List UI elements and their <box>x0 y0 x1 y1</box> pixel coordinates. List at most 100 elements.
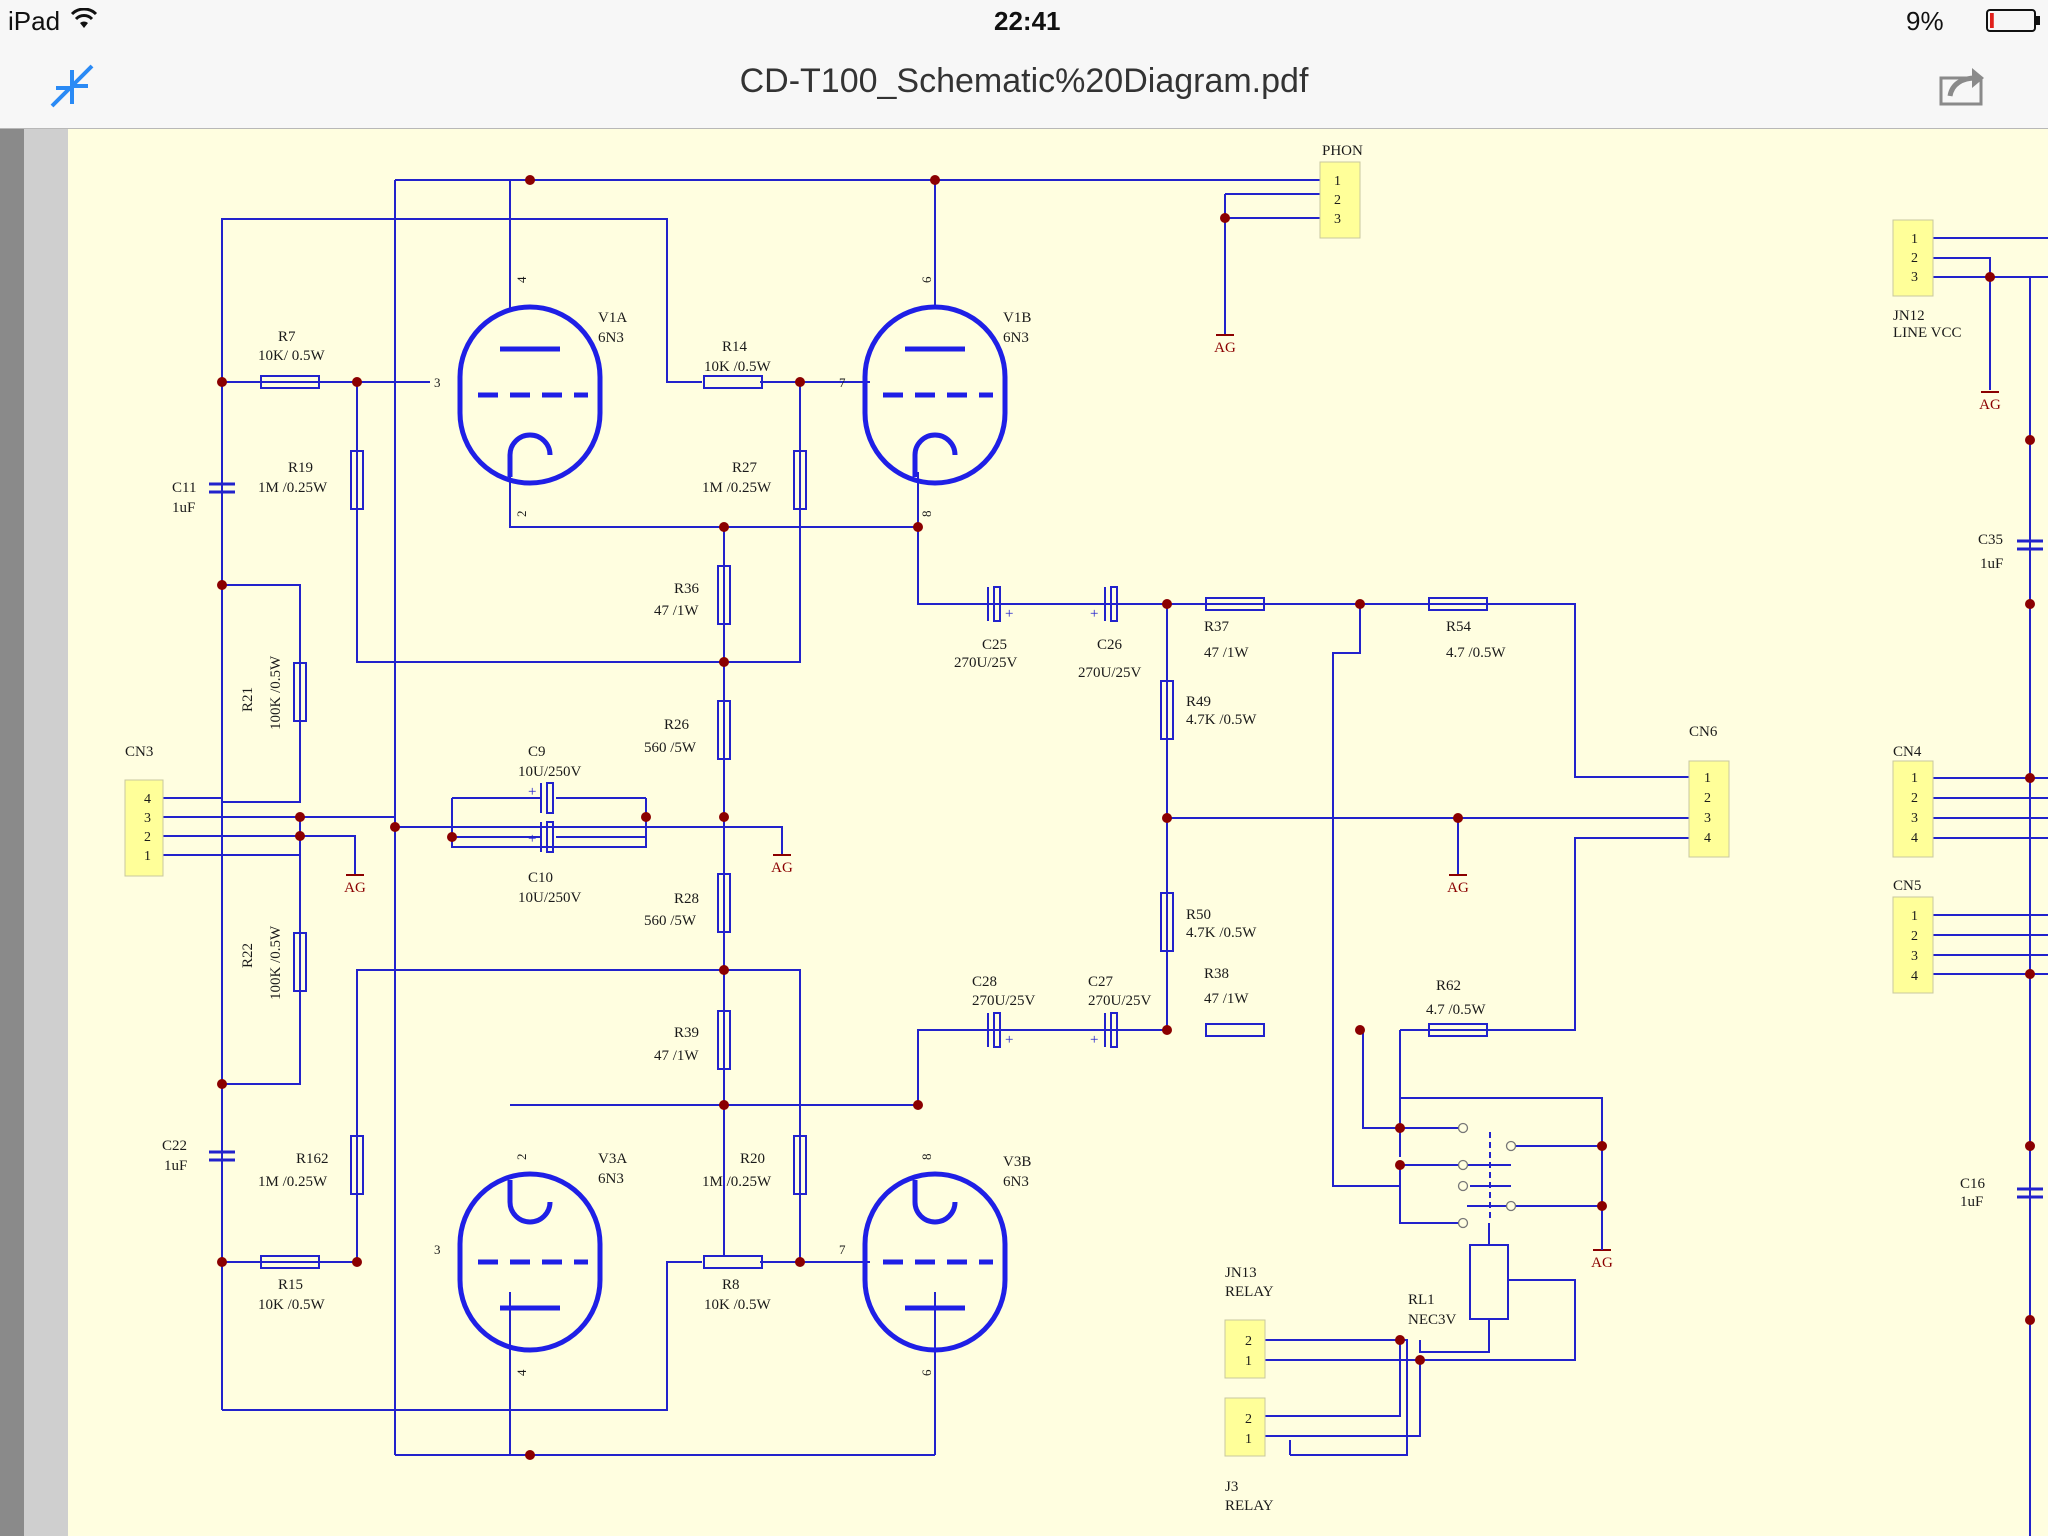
r26-resistor <box>717 700 731 760</box>
jn12-connector <box>1892 219 1934 297</box>
r36-value: 47 /1W <box>654 603 699 619</box>
cn3-pin-3: 1 <box>144 849 151 864</box>
c9-capacitor <box>546 782 554 814</box>
r22-resistor <box>293 932 307 992</box>
r20-resistor <box>793 1135 807 1195</box>
junction-dot <box>1162 1025 1172 1035</box>
junction-dot <box>1395 1335 1405 1345</box>
relay-contact <box>1457 1122 1469 1134</box>
j3-sub: RELAY <box>1225 1498 1274 1514</box>
c26-capacitor <box>1110 586 1118 622</box>
junction-dot <box>1415 1355 1425 1365</box>
v1b-pin-grid: 7 <box>839 375 846 390</box>
jn12-sub: LINE VCC <box>1893 325 1961 341</box>
r20-ref: R20 <box>740 1151 765 1167</box>
jn12-pin-0: 1 <box>1911 232 1918 247</box>
wire <box>222 836 301 1085</box>
j3-name: J3 <box>1225 1479 1238 1495</box>
cn3-pin-0: 4 <box>144 792 151 807</box>
c22-ref: C22 <box>162 1138 187 1154</box>
cn6-connector <box>1688 760 1730 858</box>
v1a-type: 6N3 <box>598 330 624 346</box>
r15-resistor <box>260 1255 320 1269</box>
r19-resistor <box>350 450 364 510</box>
collapse-arrows-icon[interactable] <box>48 62 96 110</box>
wifi-icon <box>70 8 98 28</box>
v1b-type: 6N3 <box>1003 330 1029 346</box>
r19-value: 1M /0.25W <box>258 480 328 496</box>
v3a-pin-bottom: 4 <box>514 1369 529 1376</box>
r62-value: 4.7 /0.5W <box>1426 1002 1486 1018</box>
r62-ref: R62 <box>1436 978 1461 994</box>
wire <box>222 1261 702 1411</box>
v3b-pin-bottom: 6 <box>919 1369 934 1376</box>
c10-ref: C10 <box>528 870 553 886</box>
r14-ref: R14 <box>722 339 748 355</box>
r14-value: 10K /0.5W <box>704 359 772 375</box>
cn5-pin-2: 3 <box>1911 949 1918 964</box>
c25-value: 270U/25V <box>954 655 1018 671</box>
r49-value: 4.7K /0.5W <box>1186 712 1257 728</box>
v1b-label: V1B <box>1003 310 1031 326</box>
tube-cathode <box>507 1180 553 1225</box>
junction-dot <box>295 831 305 841</box>
wire <box>1362 1030 1460 1129</box>
junction-dot <box>795 1257 805 1267</box>
junction-dot <box>1597 1141 1607 1151</box>
c27-capacitor <box>1110 1012 1118 1048</box>
junction-dot <box>2025 1315 2035 1325</box>
rl1-value: NEC3V <box>1408 1312 1457 1328</box>
rl1-ref: RL1 <box>1408 1292 1435 1308</box>
ground-label: AG <box>771 860 793 876</box>
junction-dot <box>1395 1123 1405 1133</box>
cn4-name: CN4 <box>1893 744 1922 760</box>
r54-value: 4.7 /0.5W <box>1446 645 1506 661</box>
r50-resistor <box>1160 892 1174 952</box>
c27-value: 270U/25V <box>1088 993 1152 1009</box>
r7-value: 10K/ 0.5W <box>258 348 326 364</box>
c9-value: 10U/250V <box>518 764 582 780</box>
junction-dot <box>2025 969 2035 979</box>
wire <box>221 218 702 383</box>
r26-value: 560 /5W <box>644 740 697 756</box>
junction-dot <box>352 377 362 387</box>
junction-dot <box>719 812 729 822</box>
r39-ref: R39 <box>674 1025 699 1041</box>
wire <box>1225 1340 1401 1417</box>
v1b-pin-top: 6 <box>919 276 934 283</box>
polarity-plus: + <box>1090 1032 1098 1048</box>
junction-dot <box>525 175 535 185</box>
wire <box>222 969 801 1263</box>
v1a-label: V1A <box>598 310 627 326</box>
phon-pin-0: 1 <box>1334 174 1341 189</box>
share-icon[interactable] <box>1938 64 1988 106</box>
r15-value: 10K /0.5W <box>258 1297 326 1313</box>
v3a-pin-grid: 3 <box>434 1242 441 1257</box>
r36-ref: R36 <box>674 581 700 597</box>
r7-resistor <box>260 375 320 389</box>
document-title: CD-T100_Schematic%20Diagram.pdf <box>739 62 1309 100</box>
c11-ref: C11 <box>172 480 196 496</box>
tube-envelope <box>862 1171 1008 1353</box>
r8-ref: R8 <box>722 1277 740 1293</box>
r7-ref: R7 <box>278 329 296 345</box>
r22-ref: R22 <box>240 943 256 968</box>
v3a-label: V3A <box>598 1151 627 1167</box>
cn4-pin-0: 1 <box>1911 771 1918 786</box>
c10-capacitor <box>546 821 554 853</box>
junction-dot <box>390 822 400 832</box>
r38-value: 47 /1W <box>1204 991 1249 1007</box>
junction-dot <box>913 1100 923 1110</box>
page-edge <box>0 129 24 1536</box>
v3a-type: 6N3 <box>598 1171 624 1187</box>
c26-ref: C26 <box>1097 637 1123 653</box>
cn4-pin-1: 2 <box>1911 791 1918 806</box>
cn5-connector <box>1892 896 1934 994</box>
cn4-connector <box>1892 760 1934 858</box>
c16-ref: C16 <box>1960 1176 1986 1192</box>
r28-value: 560 /5W <box>644 913 697 929</box>
r8-value: 10K /0.5W <box>704 1297 772 1313</box>
jn13-pin-1: 1 <box>1245 1354 1252 1369</box>
c27-ref: C27 <box>1088 974 1114 990</box>
